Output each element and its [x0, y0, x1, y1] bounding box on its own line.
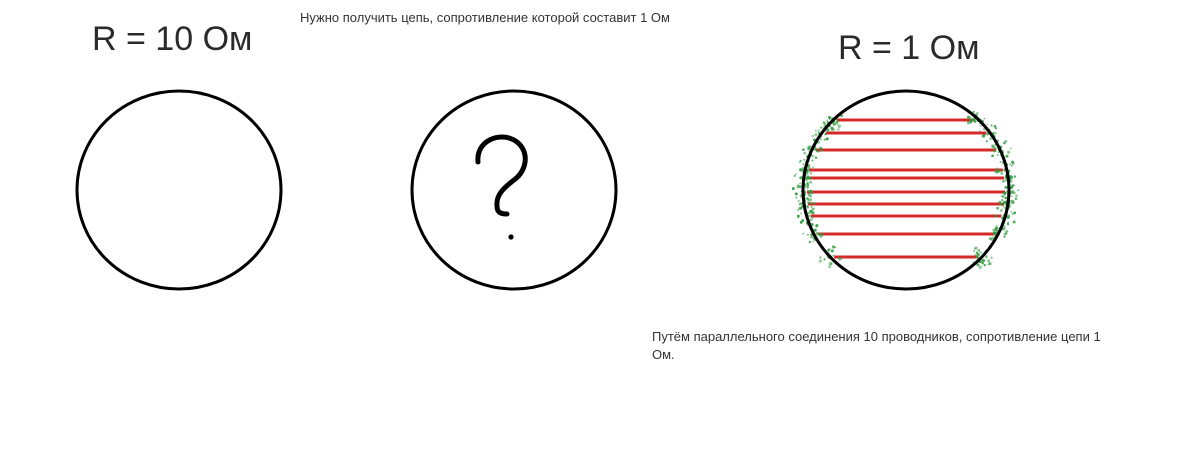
junction-dots [791, 110, 1019, 269]
unknown-circuit-ring [410, 89, 618, 291]
solution-note: Путём параллельного соединения 10 провод… [652, 329, 1101, 362]
left-resistance-label: R = 10 Ом [92, 20, 253, 58]
right-resistance-label: R = 1 Ом [838, 29, 980, 67]
question-mark-icon [475, 134, 528, 240]
parallel-conductors [807, 118, 1005, 259]
task-note: Нужно получить цепь, сопротивление котор… [300, 10, 670, 25]
parallel-circuit-ring [801, 89, 1011, 291]
single-conductor-ring [75, 89, 283, 291]
